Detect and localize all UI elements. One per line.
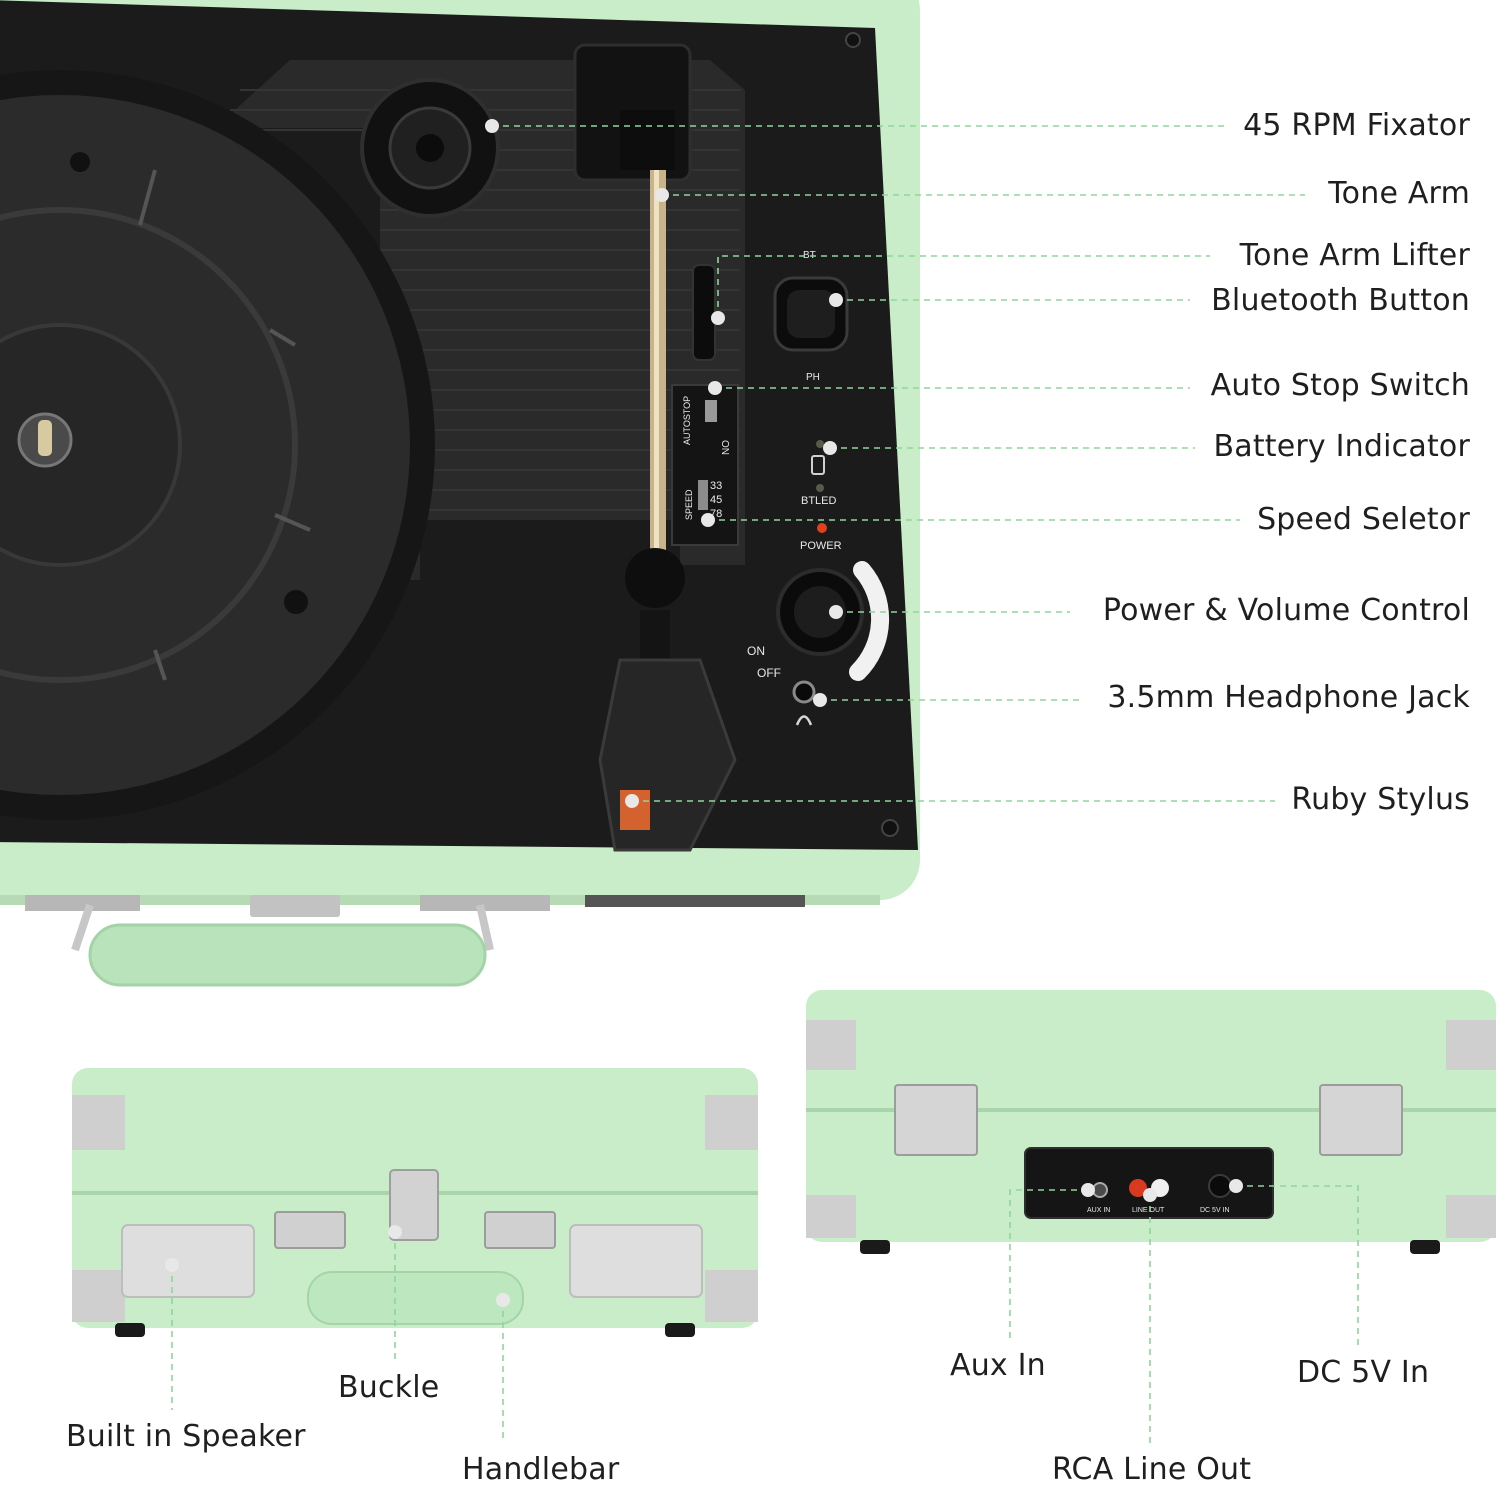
handle-bracket-right — [484, 1211, 556, 1249]
label-bluetooth-button: Bluetooth Button — [1211, 283, 1470, 318]
label-speed-selector: Speed Seletor — [1257, 502, 1470, 537]
label-rca-line-out: RCA Line Out — [1052, 1452, 1252, 1487]
platter-screw — [284, 590, 308, 614]
platter-label-area — [0, 323, 182, 567]
ph-marking: PH — [806, 372, 820, 383]
tonearm-pivot — [620, 110, 675, 170]
corner-cap-top-left — [72, 1095, 125, 1150]
autostop-on-marking: ON — [719, 440, 730, 455]
handle-mount-left — [25, 895, 140, 911]
leader-lines — [171, 125, 1359, 1448]
label-battery-indicator: Battery Indicator — [1213, 429, 1470, 464]
headphone-icon — [795, 715, 813, 726]
battery-led — [816, 440, 824, 448]
on-marking: ON — [747, 644, 765, 658]
deck-screw — [845, 32, 861, 48]
top-view: AUTOSTOP ON SPEED 33 45 78 BT PH BTLED P… — [0, 0, 920, 987]
autostop-switch — [705, 400, 717, 422]
label-built-in-speaker: Built in Speaker — [66, 1419, 306, 1454]
dc-port-marking: DC 5V IN — [1200, 1207, 1230, 1214]
speed-marking: SPEED — [684, 489, 694, 520]
foot — [860, 1240, 890, 1254]
hinge-right — [1319, 1084, 1403, 1156]
rpm45-adapter-hub — [416, 134, 444, 162]
tonearm-tube-highlight — [654, 170, 659, 600]
foot — [1410, 1240, 1440, 1254]
label-45rpm-fixator: 45 RPM Fixator — [1243, 108, 1470, 143]
tonearm-rest — [625, 548, 685, 608]
latch-front — [250, 895, 340, 917]
label-tone-arm: Tone Arm — [1328, 176, 1470, 211]
hinge-left — [894, 1084, 978, 1156]
label-handlebar: Handlebar — [462, 1452, 620, 1487]
platter-ring — [0, 207, 298, 683]
handle-brackets — [71, 903, 494, 952]
off-marking: OFF — [757, 666, 781, 680]
handlebar — [307, 1271, 524, 1325]
label-headphone-jack: 3.5mm Headphone Jack — [1107, 680, 1470, 715]
corner-cap — [1446, 1195, 1496, 1238]
corner-cap-bottom-right — [705, 1270, 758, 1322]
battery-icon — [811, 455, 825, 475]
autostop-marking: AUTOSTOP — [682, 396, 692, 445]
rca-red-port — [1129, 1179, 1147, 1197]
label-buckle: Buckle — [338, 1370, 440, 1405]
handle-mount-right — [420, 895, 550, 911]
front-view — [72, 1068, 758, 1337]
tonearm-lifter — [692, 264, 716, 361]
line-out-port-marking: LINE OUT — [1132, 1207, 1165, 1214]
platter — [0, 95, 410, 795]
power-led — [817, 523, 827, 533]
hinge-gap — [585, 895, 805, 907]
label-tone-arm-lifter: Tone Arm Lifter — [1239, 238, 1470, 273]
callout-dots — [165, 119, 1243, 1307]
corner-cap-bottom-left — [72, 1270, 125, 1322]
corner-cap-top-right — [705, 1095, 758, 1150]
corner-cap — [806, 1020, 856, 1070]
speed-45-marking: 45 — [710, 494, 722, 506]
speed-switch — [698, 480, 708, 510]
headphone-jack — [792, 680, 816, 704]
label-dc-5v-in: DC 5V In — [1297, 1355, 1430, 1390]
aux-port-marking: AUX IN — [1087, 1207, 1110, 1214]
handle-bracket-left — [274, 1211, 346, 1249]
label-ruby-stylus: Ruby Stylus — [1291, 782, 1470, 817]
label-auto-stop-switch: Auto Stop Switch — [1210, 368, 1470, 403]
foot — [115, 1323, 145, 1337]
deck-screw — [881, 819, 899, 837]
speaker-grille-right — [569, 1224, 703, 1298]
bluetooth-rocker-face — [787, 290, 835, 338]
bt-led — [816, 484, 824, 492]
dc-in-port — [1208, 1174, 1232, 1198]
corner-cap — [1446, 1020, 1496, 1070]
volume-arc — [849, 561, 890, 681]
aux-in-port — [1092, 1182, 1108, 1198]
platter-screw — [70, 152, 90, 172]
label-aux-in: Aux In — [950, 1348, 1046, 1383]
buckle — [389, 1169, 439, 1241]
back-view: AUX IN LINE OUT DC 5V IN — [806, 990, 1496, 1254]
volume-knob-cap — [794, 586, 846, 638]
btled-marking: BTLED — [801, 495, 837, 507]
handle — [88, 923, 487, 987]
speaker-grille-left — [121, 1224, 255, 1298]
case-back — [806, 990, 1496, 1242]
speed-33-marking: 33 — [710, 480, 722, 492]
io-panel — [1024, 1147, 1274, 1219]
label-power-volume-control: Power & Volume Control — [1102, 593, 1470, 628]
spindle — [38, 420, 52, 456]
foot — [665, 1323, 695, 1337]
bt-marking: BT — [803, 250, 816, 261]
corner-cap — [806, 1195, 856, 1238]
platter-marks — [138, 169, 311, 681]
power-marking: POWER — [800, 540, 842, 552]
